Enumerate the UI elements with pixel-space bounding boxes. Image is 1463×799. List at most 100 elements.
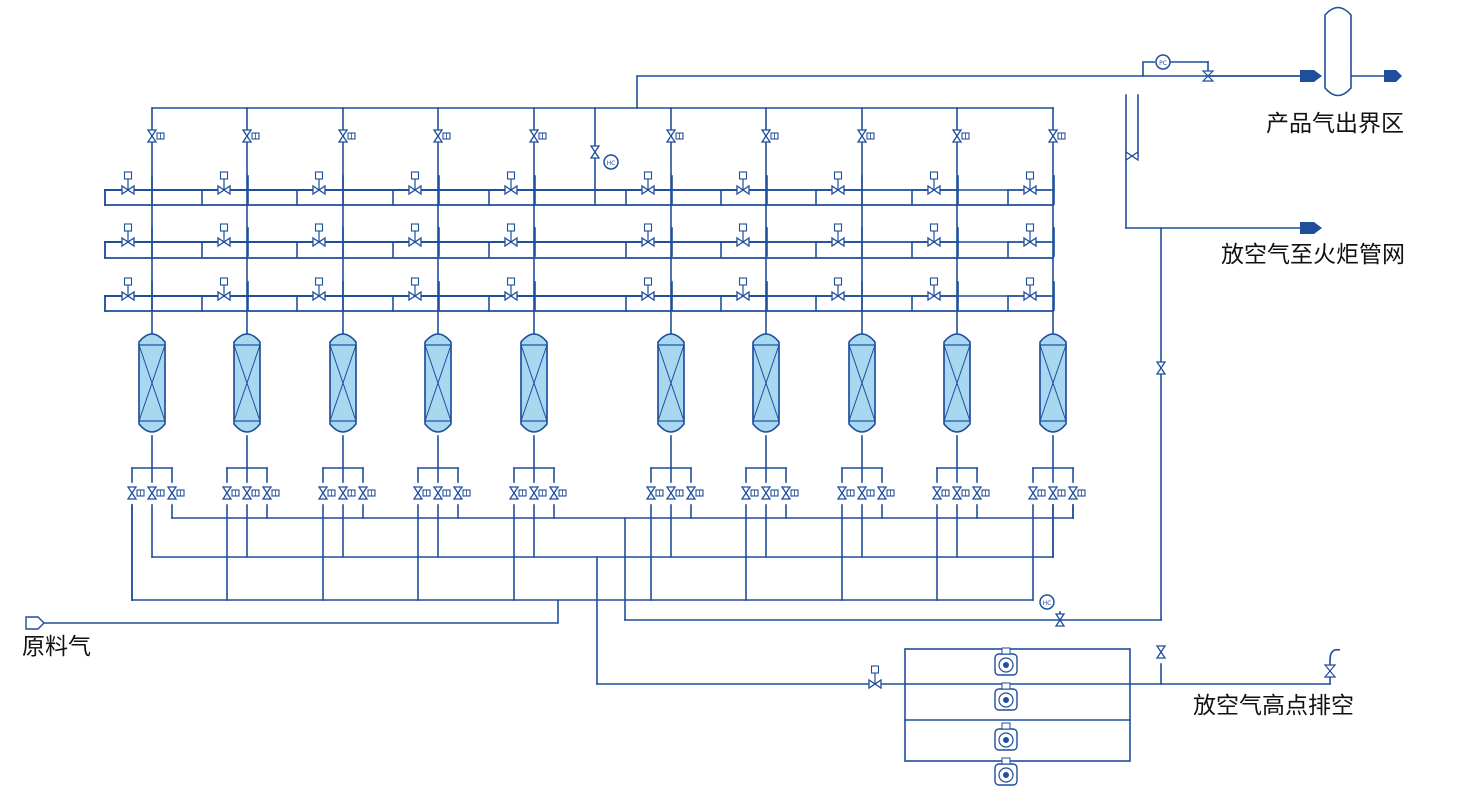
valve-actuator-icon	[929, 223, 939, 232]
adsorber-vessel-icon	[657, 333, 685, 433]
bottom-valve-icon	[261, 486, 273, 500]
bottom-valve-icon	[508, 486, 520, 500]
check-valve-icon	[1125, 150, 1139, 162]
vacuum-pump-frame	[904, 648, 1131, 762]
valve-actuator-icon	[506, 171, 516, 180]
adsorber-bank	[138, 333, 1067, 433]
bottom-valve-icon	[856, 486, 868, 500]
product-out-label: 产品气出界区	[1266, 111, 1404, 137]
flow-arrow-icon	[1300, 70, 1322, 82]
valve-actuator-icon	[219, 171, 229, 180]
valve-actuator-icon	[314, 223, 324, 232]
top-valve-icon	[146, 129, 158, 143]
flow-arrow-icon	[1300, 222, 1322, 234]
bottom-valve-icon	[412, 486, 424, 500]
top-valve-icon	[337, 129, 349, 143]
product-line	[637, 61, 1155, 77]
top-valve-icon	[528, 129, 540, 143]
valve-actuator-icon	[643, 277, 653, 286]
valve-actuator-icon	[643, 171, 653, 180]
valve-actuator-icon	[219, 223, 229, 232]
valve-actuator-icon	[123, 277, 133, 286]
valve-actuator-icon	[929, 277, 939, 286]
valve-actuator-icon	[929, 171, 939, 180]
valve-actuator-icon	[833, 277, 843, 286]
top-valve-icon	[432, 129, 444, 143]
bottom-valve-icon	[432, 486, 444, 500]
bottom-valve-icon	[452, 486, 464, 500]
pc-tag: PC	[1159, 60, 1167, 67]
bottom-valve-icon	[665, 486, 677, 500]
bottom-valve-icon	[1027, 486, 1039, 500]
valve-actuator-icon	[410, 171, 420, 180]
vent-valve-icon	[1323, 664, 1337, 678]
bottom-valve-icon	[780, 486, 792, 500]
bottom-valve-icon	[876, 486, 888, 500]
valve-actuator-icon	[123, 171, 133, 180]
bottom-valve-icon	[317, 486, 329, 500]
hc-valve-icon	[1054, 613, 1066, 627]
pc-instrument: PC	[1155, 54, 1171, 70]
valve-actuator-icon	[1025, 277, 1035, 286]
feed-in-label: 原料气	[22, 634, 91, 660]
adsorber-vessel-icon	[329, 333, 357, 433]
vent-valve-icon	[1155, 645, 1167, 659]
pipe-network	[28, 61, 1385, 721]
bottom-valve-icon	[337, 486, 349, 500]
bottom-valve-icon	[951, 486, 963, 500]
valve-actuator-icon	[123, 223, 133, 232]
valve-actuator-icon	[219, 277, 229, 286]
flow-arrow-icon	[25, 616, 45, 630]
bottom-valve-icon	[740, 486, 752, 500]
valve-actuator-icon	[738, 171, 748, 180]
valve-actuator-icon	[833, 223, 843, 232]
flow-arrow-icon	[1384, 70, 1402, 82]
top-valve-icon	[241, 129, 253, 143]
valve-actuator-icon	[506, 223, 516, 232]
hc-instrument-bottom: HC	[1039, 594, 1055, 610]
valve-actuator-icon	[506, 277, 516, 286]
top-valve-icon	[665, 129, 677, 143]
valve-actuator-icon	[410, 223, 420, 232]
adsorber-vessel-icon	[752, 333, 780, 433]
bottom-valve-icon	[931, 486, 943, 500]
top-valve-icon	[951, 129, 963, 143]
vent-high-label: 放空气高点排空	[1193, 693, 1354, 719]
valve-actuator-icon	[870, 665, 880, 674]
bottom-valve-icon	[166, 486, 178, 500]
bottom-valve-icon	[971, 486, 983, 500]
top-valve-icon	[856, 129, 868, 143]
valve-set	[121, 70, 1337, 690]
valve-actuator-icon	[738, 223, 748, 232]
valve-actuator-icon	[1025, 223, 1035, 232]
hc-tag-bottom: HC	[1043, 600, 1052, 607]
pressure-control-valve-icon	[1201, 70, 1215, 82]
bottom-valve-icon	[221, 486, 233, 500]
bottom-valve-icon	[1047, 486, 1059, 500]
valve-actuator-icon	[833, 171, 843, 180]
hc-tag-top: HC	[607, 160, 616, 167]
adsorber-vessel-icon	[424, 333, 452, 433]
adsorber-vessel-icon	[520, 333, 548, 433]
valve-actuator-icon	[410, 277, 420, 286]
bottom-valve-icon	[760, 486, 772, 500]
valve-actuator-icon	[643, 223, 653, 232]
vacuum-pump-icon	[994, 647, 1018, 676]
vacuum-pump-icon	[994, 757, 1018, 786]
hc-instrument-top: HC	[603, 154, 619, 170]
bottom-valve-icon	[685, 486, 697, 500]
adsorber-vessel-icon	[233, 333, 261, 433]
auxiliary-equipment	[25, 6, 1402, 786]
adsorber-vessel-icon	[138, 333, 166, 433]
bottom-valve-icon	[1067, 486, 1079, 500]
bottom-valve-icon	[241, 486, 253, 500]
vacuum-pump-icon	[994, 722, 1018, 751]
top-valve-icon	[1047, 129, 1059, 143]
valve-actuator-icon	[1025, 171, 1035, 180]
top-valve-icon	[760, 129, 772, 143]
vacuum-pump-icon	[994, 682, 1018, 711]
feed-inlet-line	[28, 600, 559, 624]
adsorber-vessel-icon	[848, 333, 876, 433]
bottom-valve-icon	[528, 486, 540, 500]
bottom-valve-icon	[836, 486, 848, 500]
